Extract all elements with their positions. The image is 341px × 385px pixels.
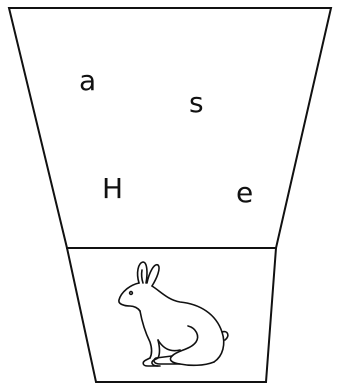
cup-outline — [9, 8, 331, 382]
rabbit-back — [152, 286, 224, 362]
rabbit-ear-right — [147, 265, 159, 286]
letter-H: H — [102, 172, 123, 205]
rabbit-belly — [158, 340, 180, 351]
rabbit-icon — [119, 262, 228, 366]
letter-a: a — [79, 64, 96, 97]
rabbit-hind-leg — [170, 326, 214, 365]
rabbit-eye — [130, 292, 133, 295]
rabbit-chest — [140, 311, 152, 358]
letter-s: s — [189, 86, 204, 119]
rabbit-head — [119, 283, 140, 311]
letter-e: e — [236, 176, 253, 209]
rabbit-ear-detail — [142, 270, 143, 283]
rabbit-front-leg — [152, 340, 160, 366]
